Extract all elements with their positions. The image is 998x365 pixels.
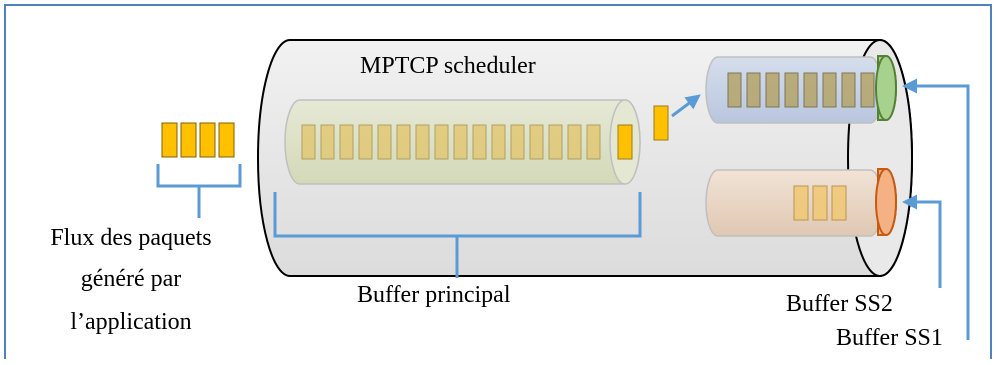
ss1-cap (875, 55, 897, 121)
buffered-packet (510, 124, 525, 160)
packet (218, 122, 235, 158)
buffered-packet (320, 124, 335, 160)
transit-arrow (671, 94, 701, 118)
buffered-packet (377, 124, 392, 160)
ss2-cap (875, 168, 897, 236)
ss1-packet (765, 72, 780, 108)
flux-label-line2: généré par (80, 266, 182, 292)
buffered-packet (586, 124, 601, 160)
buffered-packet (339, 124, 354, 160)
buffered-packet (567, 124, 582, 160)
packet (180, 122, 197, 158)
buffer-principal-label: Buffer principal (357, 282, 511, 308)
ss1-packet (746, 72, 761, 108)
transit-packet (653, 105, 669, 141)
buffered-packet (472, 124, 487, 160)
ss2-packet (793, 185, 809, 221)
ss2-connector-arrow (902, 194, 942, 288)
ss2-packet (812, 185, 828, 221)
scheduler-label: MPTCP scheduler (360, 53, 536, 79)
ss2-packet (831, 185, 847, 221)
buffered-packet (415, 124, 430, 160)
ss1-packet (841, 72, 856, 108)
ss1-packet (822, 72, 837, 108)
main-buffer-brace (273, 192, 642, 278)
ss2-buffer-packets (793, 185, 847, 221)
ss1-buffer-packets (727, 72, 875, 108)
buffered-packet (491, 124, 506, 160)
packet (199, 122, 216, 158)
diagram-frame (4, 4, 992, 359)
incoming-packets (161, 122, 235, 158)
buffered-packet (548, 124, 563, 160)
buffer-ss1-label: Buffer SS1 (836, 325, 943, 351)
ss1-packet (784, 72, 799, 108)
buffered-packet (358, 124, 373, 160)
ss1-packet (727, 72, 742, 108)
ss1-packet (860, 72, 875, 108)
buffered-packet (453, 124, 468, 160)
packet (161, 122, 178, 158)
ss1-connector-arrow (902, 78, 970, 340)
buffered-packet (529, 124, 544, 160)
main-buffer-packets (301, 124, 601, 160)
main-buffer-head-packet (617, 124, 633, 160)
buffered-packet (396, 124, 411, 160)
ss1-packet (803, 72, 818, 108)
flux-label-line1: Flux des paquets (50, 225, 212, 251)
buffer-ss2-label: Buffer SS2 (786, 291, 893, 317)
buffered-packet (301, 124, 316, 160)
incoming-brace (156, 164, 242, 218)
flux-label-line3: l’application (70, 309, 192, 335)
buffered-packet (434, 124, 449, 160)
